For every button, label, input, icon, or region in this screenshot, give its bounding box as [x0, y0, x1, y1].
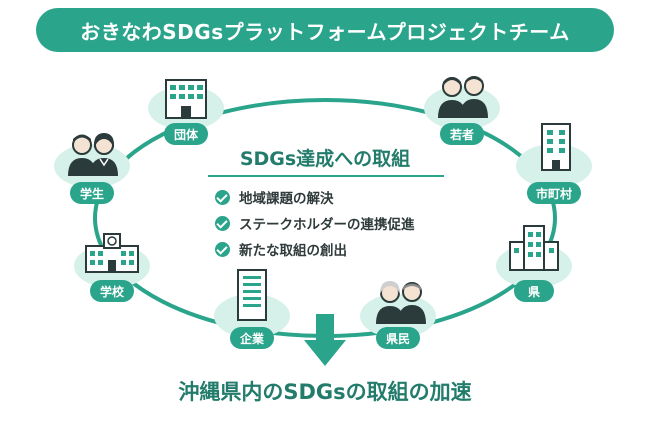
- stakeholder-label: 県: [527, 284, 540, 299]
- check-circle-icon: [215, 215, 230, 231]
- students-icon: [68, 133, 118, 176]
- stakeholder-kigyou: 企業: [230, 327, 274, 349]
- stakeholder-gakusei: 学生: [70, 182, 114, 204]
- stakeholder-label: 学生: [79, 186, 104, 201]
- stakeholder-ken: 県: [514, 280, 554, 302]
- goal-item: 新たな取組の創出: [215, 236, 415, 262]
- building-icon: [165, 79, 207, 119]
- header-banner: おきなわSDGsプラットフォームプロジェクトチーム: [36, 8, 614, 52]
- stakeholder-dantai: 団体: [164, 123, 208, 145]
- center-title: SDGs達成への取組: [239, 148, 411, 170]
- goal-list: 地域課題の解決 ステークホルダーの連携促進 新たな取組の創出: [215, 184, 415, 262]
- stakeholder-label: 県民: [385, 331, 410, 346]
- stakeholder-shichoson: 市町村: [527, 182, 581, 204]
- goal-text: 地域課題の解決: [239, 191, 334, 207]
- stakeholder-gakkou: 学校: [90, 280, 134, 302]
- stakeholder-wakamono: 若者: [440, 123, 484, 145]
- stakeholder-label: 学校: [99, 284, 124, 299]
- stakeholder-label: 市町村: [535, 186, 572, 201]
- goal-text: ステークホルダーの連携促進: [239, 217, 415, 233]
- check-circle-icon: [215, 241, 230, 257]
- result-text: 沖縄県内のSDGsの取組の加速: [178, 380, 472, 404]
- goal-item: 地域課題の解決: [215, 184, 415, 210]
- down-arrow-icon: [304, 314, 346, 366]
- goal-text: 新たな取組の創出: [239, 243, 347, 259]
- goal-item: ステークホルダーの連携促進: [215, 210, 415, 236]
- stakeholder-label: 企業: [239, 331, 264, 346]
- office-building-icon: [541, 123, 571, 171]
- elderly-people-icon: [376, 281, 426, 324]
- young-people-icon: [438, 76, 488, 118]
- government-building-icon: [509, 225, 559, 271]
- school-building-icon: [85, 233, 139, 273]
- center-title-underline: [208, 175, 444, 177]
- stakeholder-label: 団体: [173, 127, 198, 142]
- check-circle-icon: [215, 189, 230, 205]
- header-title: おきなわSDGsプラットフォームプロジェクトチーム: [80, 19, 570, 44]
- stakeholder-kenmin: 県民: [376, 327, 420, 349]
- stakeholder-label: 若者: [449, 127, 474, 142]
- tower-building-icon: [237, 269, 267, 321]
